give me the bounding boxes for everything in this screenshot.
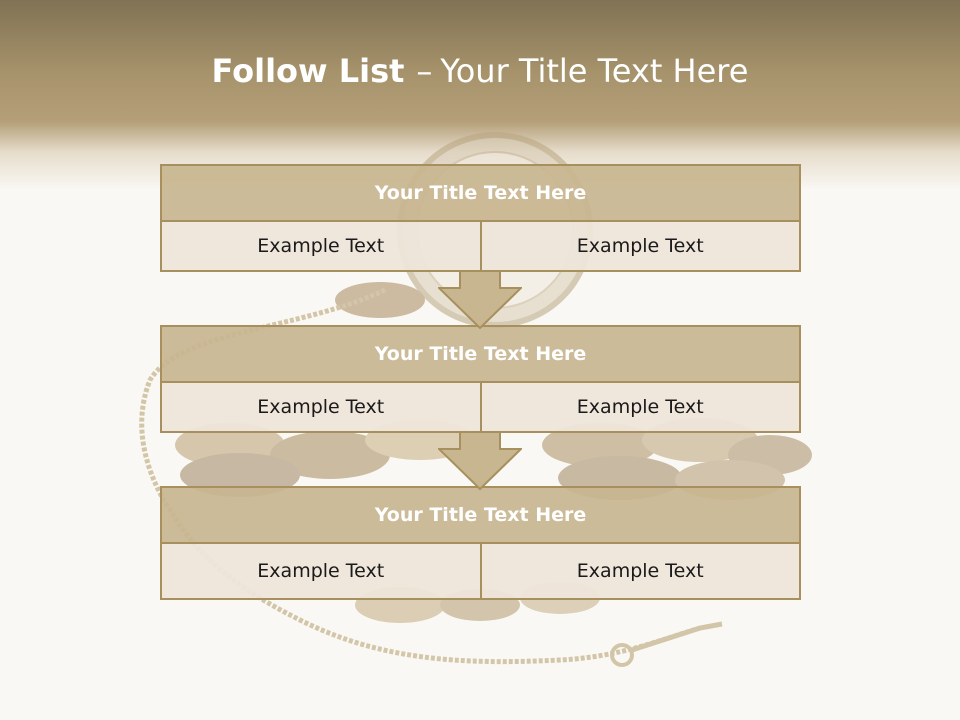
block-title: Your Title Text Here bbox=[160, 486, 801, 544]
slide-title: Follow List–Your Title Text Here bbox=[0, 52, 960, 90]
list-block-2: Your Title Text Here Example Text Exampl… bbox=[160, 325, 801, 433]
title-bold-text: Follow List bbox=[211, 52, 405, 90]
block-row: Example Text Example Text bbox=[160, 222, 801, 272]
list-block-1: Your Title Text Here Example Text Exampl… bbox=[160, 164, 801, 272]
down-arrow-icon bbox=[438, 431, 522, 491]
title-rest-text: Your Title Text Here bbox=[440, 52, 749, 90]
down-arrow-icon bbox=[438, 270, 522, 330]
title-dash: – bbox=[416, 52, 433, 90]
cell-right: Example Text bbox=[479, 544, 800, 598]
block-row: Example Text Example Text bbox=[160, 383, 801, 433]
cell-left: Example Text bbox=[257, 235, 385, 257]
block-title: Your Title Text Here bbox=[160, 325, 801, 383]
block-title: Your Title Text Here bbox=[160, 164, 801, 222]
cell-right: Example Text bbox=[479, 383, 800, 431]
list-block-3: Your Title Text Here Example Text Exampl… bbox=[160, 486, 801, 600]
cell-right: Example Text bbox=[479, 222, 800, 270]
cell-left: Example Text bbox=[257, 396, 385, 418]
cell-left: Example Text bbox=[257, 560, 385, 582]
block-row: Example Text Example Text bbox=[160, 544, 801, 600]
